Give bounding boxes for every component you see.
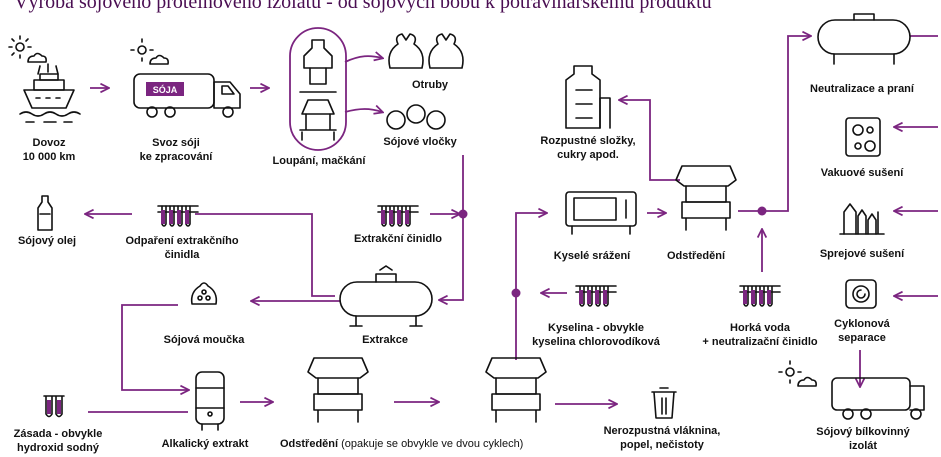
dehuller-icon xyxy=(289,27,347,151)
cyclone-icon xyxy=(845,279,877,309)
label-vlocky: Sójové vločky xyxy=(383,136,457,148)
truck-cargo-tag xyxy=(146,82,184,96)
ship-icon xyxy=(19,63,81,123)
label-rozpustne: Rozpustné složky,cukry apod. xyxy=(540,135,636,161)
truck-icon xyxy=(831,377,925,420)
line-flakes-down xyxy=(440,155,464,300)
centrifuge-icon xyxy=(307,357,369,423)
label-odstredeni-main: Odstředění (opakuje se obvykle ve dvou c… xyxy=(280,438,524,450)
extraction-tank-icon xyxy=(339,265,433,327)
label-nerozpustna: Nerozpustná vláknina,popel, nečistoty xyxy=(603,425,721,451)
centrifuge-icon xyxy=(485,357,547,423)
diagram-title: Výroba sójového proteinového izolátu - o… xyxy=(14,0,712,13)
label-kysele: Kyselé srážení xyxy=(553,250,631,262)
label-sprejove: Sprejové sušení xyxy=(819,248,905,260)
junction-dot xyxy=(757,206,767,216)
label-alkalicky: Alkalický extrakt xyxy=(161,438,249,450)
flakes-icon xyxy=(386,104,446,130)
sack-icon xyxy=(388,33,464,69)
label-loupani: Loupání, mačkání xyxy=(272,155,366,167)
sun-cloud-icon xyxy=(8,35,47,63)
label-neutralizace: Neutralizace a praní xyxy=(810,83,914,95)
line-up-to-precipitation xyxy=(515,213,546,360)
line-centrifuge-to-solubles xyxy=(620,100,680,181)
factory-icon xyxy=(565,65,611,129)
label-extrakcni-cinidlo: Extrakční činidlo xyxy=(353,233,443,245)
label-sojovy-olej: Sójový olej xyxy=(17,235,77,247)
neutralization-tank-icon xyxy=(817,13,911,65)
junction-dot xyxy=(511,288,521,298)
junction-dot xyxy=(458,209,468,219)
trash-bin-icon xyxy=(651,387,677,419)
line-meal-to-alkali xyxy=(121,304,188,390)
label-otruby: Otruby xyxy=(411,79,449,91)
label-moucka: Sójová moučka xyxy=(163,334,245,346)
spray-dryer-icon xyxy=(839,203,885,235)
vacuum-dryer-icon xyxy=(845,117,881,157)
centrifuge-icon xyxy=(675,165,737,231)
oven-icon xyxy=(565,191,637,235)
arrow-to-bran xyxy=(344,56,382,63)
sun-cloud-icon xyxy=(778,360,817,387)
truck-icon xyxy=(133,73,241,118)
arrow-to-flakes xyxy=(344,109,382,112)
label-odstredeni2: Odstředění xyxy=(666,250,726,262)
label-vakuove: Vakuové sušení xyxy=(820,167,904,179)
label-extrakce: Extrakce xyxy=(362,334,408,346)
line-centrifuge-to-neutralization xyxy=(738,36,810,212)
test-tubes-icon xyxy=(43,395,65,418)
label-horka: Horká voda+ neutralizační činidlo xyxy=(702,322,818,348)
truck-cargo-text: SÓJA xyxy=(153,84,178,95)
bottle-icon xyxy=(37,195,53,231)
line-extraction-to-evaporation xyxy=(195,213,335,297)
meal-bag-icon xyxy=(190,282,218,305)
alkali-tank-icon xyxy=(195,371,225,431)
sun-cloud-icon xyxy=(130,38,169,65)
label-odstredeni-note: (opakuje se obvykle ve dvou cyklech) xyxy=(341,438,524,450)
